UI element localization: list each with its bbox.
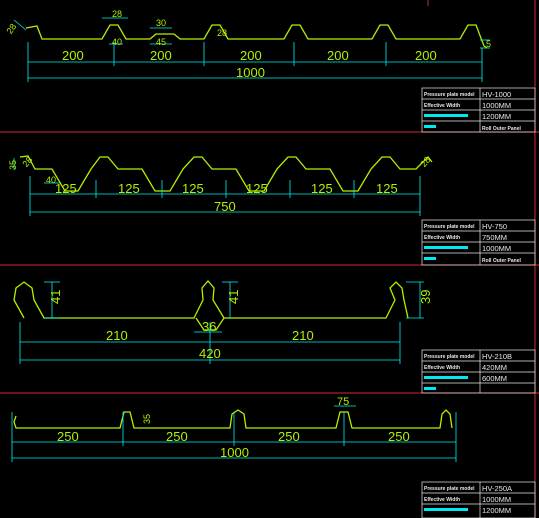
tb3-length-value: 600MM	[482, 374, 507, 383]
dim-1-c: 200	[240, 48, 262, 63]
dim-2-right-edge: 28	[418, 155, 432, 169]
dim-4-d: 250	[388, 429, 410, 444]
dim-3-seam: 36	[202, 319, 216, 334]
dim-1-b: 200	[150, 48, 172, 63]
tb1-type-value: Roll Outer Panel	[482, 126, 522, 132]
dim-2-rib: 40	[46, 175, 56, 185]
dim-2-height: 35	[8, 160, 18, 170]
dim-3-right-span: 210	[292, 328, 314, 343]
dim-4-rib-height: 35	[142, 414, 152, 424]
dim-1-total: 1000	[236, 65, 265, 80]
tb2-width-label: Effective Width	[424, 235, 460, 241]
dim-4-c: 250	[278, 429, 300, 444]
tb1-width-value: 1000MM	[482, 101, 511, 110]
tb3-model-label: Pressure plate model	[424, 354, 475, 360]
tb4-width-value: 1000MM	[482, 495, 511, 504]
panel-hv-750: 125 125 125 125 125 125 750 35 28 40 28 …	[8, 155, 536, 266]
dim-2-total: 750	[214, 199, 236, 214]
tb2-model-label: Pressure plate model	[424, 224, 475, 230]
dim-1-e: 200	[415, 48, 437, 63]
dim-3-total: 420	[199, 346, 221, 361]
profile-hv-750	[19, 155, 433, 192]
title-block-hv-250a: Pressure plate model HV-250A Effective W…	[421, 481, 536, 518]
tb2-model-value: HV-750	[482, 222, 507, 231]
dim-3-right-height: 39	[418, 290, 433, 304]
dim-4-b: 250	[166, 429, 188, 444]
dim-3-left-height: 41	[48, 290, 63, 304]
title-block-hv-1000: Pressure plate model HV-1000 Effective W…	[421, 87, 536, 133]
dim-3-left-span: 210	[106, 328, 128, 343]
profile-hv-1000	[25, 24, 488, 49]
tb4-model-value: HV-250A	[482, 484, 512, 493]
tb2-type-value: Roll Outer Panel	[482, 258, 522, 264]
dim-2-a: 125	[55, 181, 77, 196]
panel-hv-210b: 41 41 39 210 36 210 420 Pressure plate m…	[13, 280, 536, 394]
dim-2-f: 125	[376, 181, 398, 196]
tb4-model-label: Pressure plate model	[424, 486, 475, 492]
tb3-model-value: HV-210B	[482, 352, 512, 361]
dim-1-lip: 5	[486, 39, 491, 49]
profile-hv-250a	[13, 409, 453, 429]
tb3-width-label: Effective Width	[424, 365, 460, 371]
dim-4-rib-width: 75	[337, 396, 349, 408]
title-block-hv-210b: Pressure plate model HV-210B Effective W…	[421, 349, 536, 394]
dim-1-top-width: 28	[112, 9, 122, 19]
tb1-model-value: HV-1000	[482, 90, 511, 99]
dim-2-e: 125	[311, 181, 333, 196]
tb2-width-value: 750MM	[482, 233, 507, 242]
dim-4-total: 1000	[220, 445, 249, 460]
dim-3-mid-height: 41	[226, 290, 241, 304]
dim-1-d: 200	[327, 48, 349, 63]
dim-2-b: 125	[118, 181, 140, 196]
dim-1-edge: 28	[4, 22, 18, 36]
profile-hv-210b	[13, 280, 409, 319]
dim-4-a: 250	[57, 429, 79, 444]
tb1-model-label: Pressure plate model	[424, 92, 475, 98]
tb3-width-value: 420MM	[482, 363, 507, 372]
panel-hv-250a: 250 250 250 250 1000 75 35 Pressure plat…	[11, 396, 536, 518]
tb4-length-value: 1200MM	[482, 506, 511, 515]
dim-2-d: 125	[246, 181, 268, 196]
dim-2-c: 125	[182, 181, 204, 196]
dim-1-rib-top: 30	[156, 18, 166, 28]
tb1-length-value: 1200MM	[482, 112, 511, 121]
dim-1-a: 200	[62, 48, 84, 63]
dim-2-left-edge: 28	[20, 155, 34, 169]
tb4-width-label: Effective Width	[424, 497, 460, 503]
dim-1-height: 28	[217, 28, 227, 38]
title-block-hv-750: Pressure plate model HV-750 Effective Wi…	[421, 219, 536, 266]
dim-1-rib-bottom: 45	[156, 37, 166, 47]
tb1-width-label: Effective Width	[424, 103, 460, 109]
dim-1-bottom-width: 40	[112, 37, 122, 47]
panel-hv-1000: 200 200 200 200 200 1000 28 40 30 45 28 …	[4, 9, 536, 133]
tb2-length-value: 1000MM	[482, 244, 511, 253]
